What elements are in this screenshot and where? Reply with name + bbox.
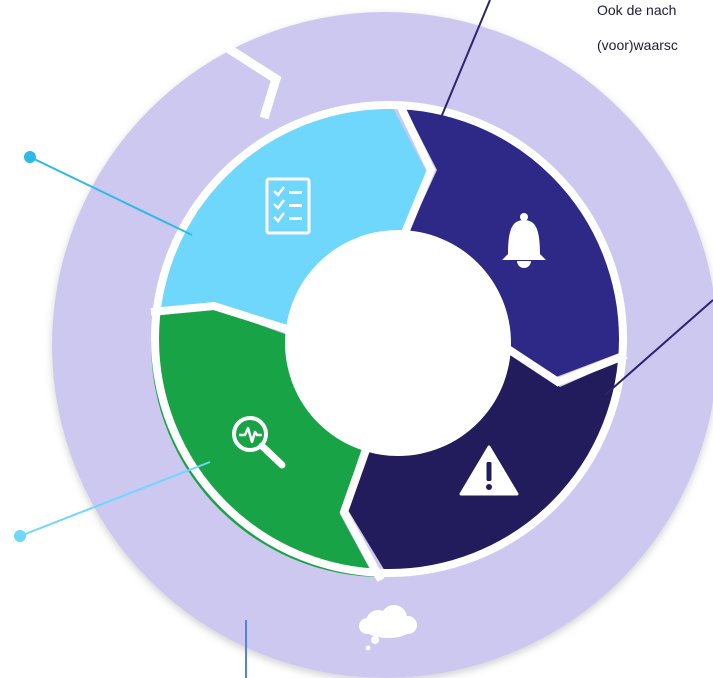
leader-lower-left [19, 461, 211, 537]
leader-lines [14, 0, 713, 678]
caption-line-1: Ook de nach [597, 2, 677, 18]
segment-separators [150, 101, 628, 582]
bell-icon [502, 213, 546, 268]
checklist-icon [265, 177, 311, 235]
leader-upper-left-dot [24, 151, 36, 163]
leader-upper-left [29, 156, 193, 236]
leader-top [439, 0, 491, 121]
center-circle [285, 230, 511, 456]
leader-lower-left-dot [14, 530, 26, 542]
leader-right [604, 299, 713, 396]
thought-cloud-icon [359, 605, 417, 651]
magnifier-pulse-icon [232, 416, 286, 469]
warning-icon [459, 445, 519, 496]
segment-plan[interactable] [157, 105, 426, 326]
outer-ring-notch [223, 43, 282, 120]
caption-line-2: (voor)waarsc [597, 37, 678, 53]
